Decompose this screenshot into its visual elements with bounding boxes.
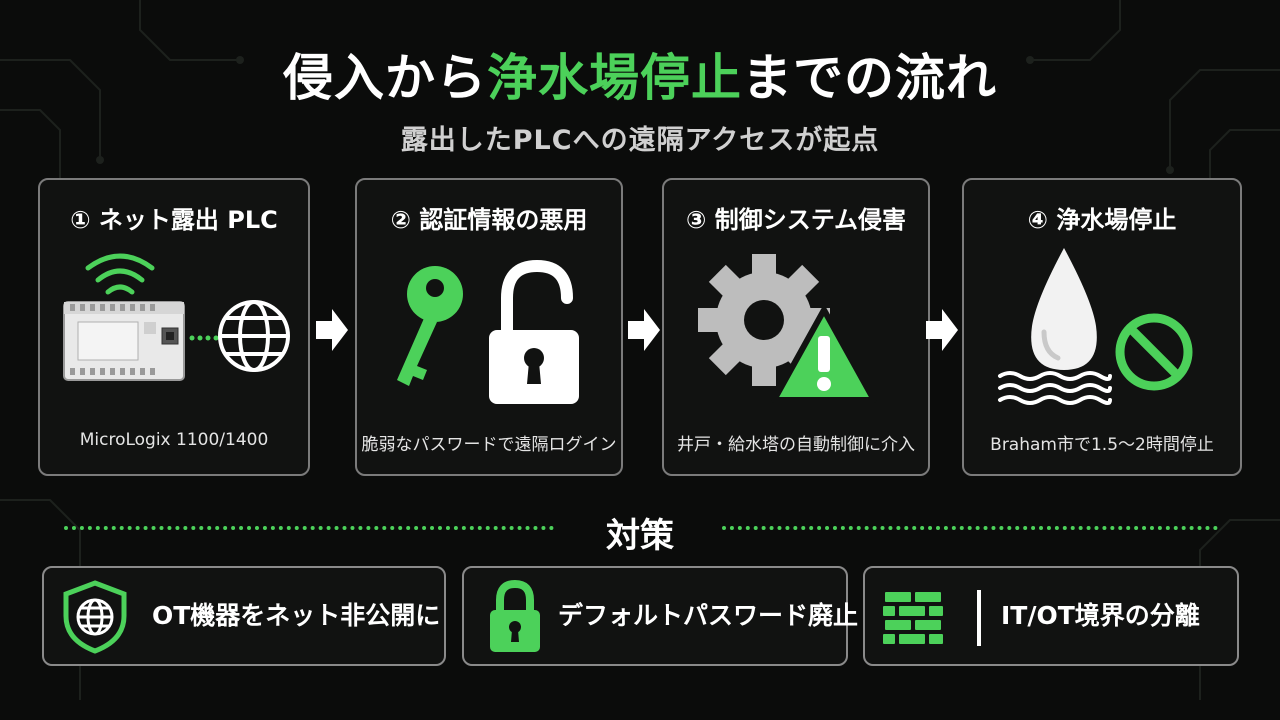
step-2-illustration <box>397 259 579 404</box>
measure-label: デフォルトパスワード廃止 <box>558 601 859 630</box>
measure-card-1: OT機器をネット非公開に <box>42 566 446 666</box>
arrow-right-icon <box>926 309 958 351</box>
measure-label: IT/OT境界の分離 <box>1001 601 1200 630</box>
divider-dots-right <box>722 526 1218 530</box>
step-card-3: ③ 制御システム侵害 井戸・給水塔の自動制御に介入 <box>662 178 930 476</box>
step-title: ② 認証情報の悪用 <box>390 206 588 234</box>
measures-title: 対策 <box>606 516 674 556</box>
title-part1: 侵入から <box>283 49 487 107</box>
title-highlight: 浄水場停止 <box>487 49 742 107</box>
measures-divider: 対策 <box>0 508 1280 556</box>
page-title: 侵入から浄水場停止までの流れ <box>0 38 1280 110</box>
divider-dots-left <box>64 526 554 530</box>
plc-device-icon <box>63 301 185 381</box>
step-caption: MicroLogix 1100/1400 <box>79 430 269 450</box>
unlocked-padlock-icon <box>489 259 579 404</box>
key-icon <box>397 266 463 386</box>
warning-icon <box>771 307 877 403</box>
step-title: ④ 浄水場停止 <box>1027 206 1177 234</box>
step-1-illustration <box>63 253 290 381</box>
step-title: ① ネット露出 PLC <box>70 206 278 234</box>
wifi-icon <box>85 253 155 295</box>
water-drop-icon <box>1031 248 1097 370</box>
page-subtitle: 露出したPLCへの遠隔アクセスが起点 <box>400 125 880 156</box>
step-card-1: ① ネット露出 PLC <box>38 178 310 476</box>
padlock-icon <box>490 579 540 652</box>
measure-card-2: デフォルトパスワード廃止 <box>462 566 858 666</box>
step-card-4: ④ 浄水場停止 Braham市で1.5～2時間停止 <box>962 178 1242 476</box>
measure-label: OT機器をネット非公開に <box>152 601 441 630</box>
gear-icon <box>698 254 830 386</box>
arrow-right-icon <box>316 309 348 351</box>
step-title: ③ 制御システム侵害 <box>686 206 906 234</box>
arrow-right-icon <box>628 309 660 351</box>
firewall-icon <box>883 590 981 646</box>
measure-card-3: IT/OT境界の分離 <box>863 566 1239 666</box>
step-caption: Braham市で1.5～2時間停止 <box>990 435 1214 455</box>
step-4-illustration <box>998 248 1193 405</box>
globe-icon <box>218 300 290 372</box>
step-card-2: ② 認証情報の悪用 脆弱なパスワードで遠隔ログイン <box>355 178 623 476</box>
connection-dots <box>189 335 219 341</box>
step-caption: 井戸・給水塔の自動制御に介入 <box>677 435 915 455</box>
title-part2: までの流れ <box>742 49 997 107</box>
step-3-illustration <box>698 254 877 403</box>
prohibited-icon <box>1115 313 1193 391</box>
shield-globe-icon <box>63 580 127 654</box>
waves-icon <box>998 371 1112 405</box>
step-caption: 脆弱なパスワードで遠隔ログイン <box>361 435 617 455</box>
